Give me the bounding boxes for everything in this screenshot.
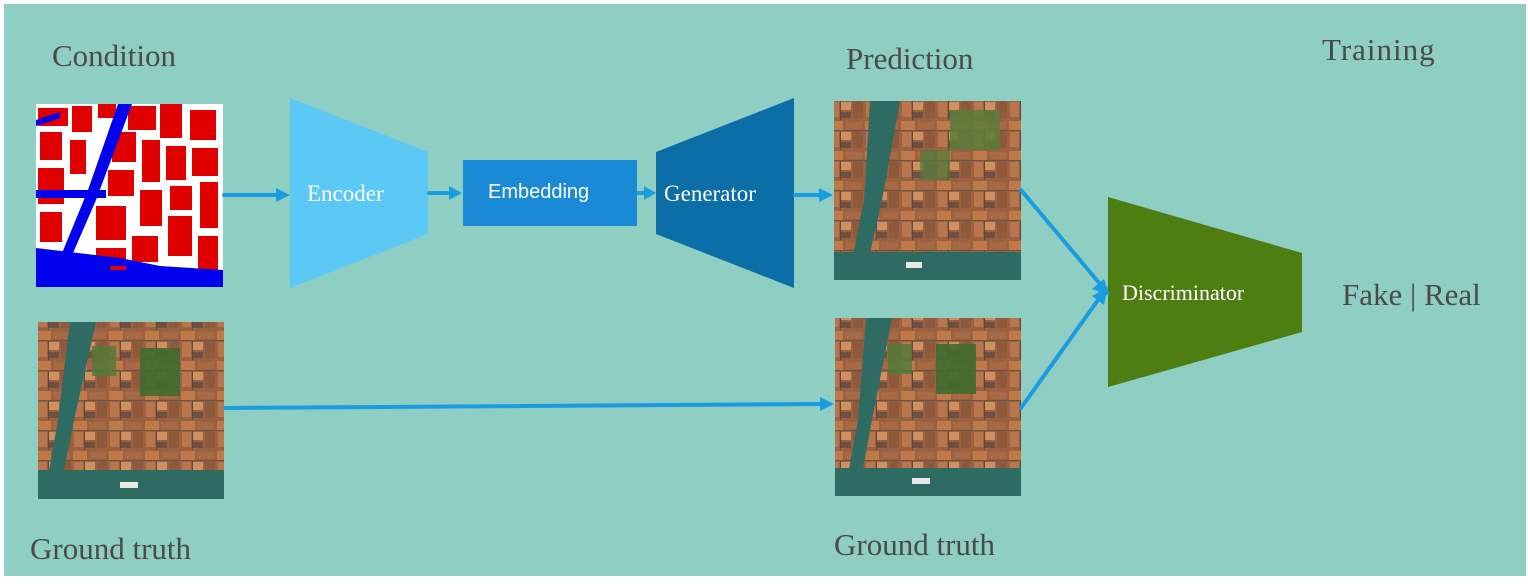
discriminator-label: Discriminator (1122, 280, 1245, 305)
ground-truth-label-left: Ground truth (30, 531, 192, 566)
prediction-label: Prediction (846, 41, 974, 76)
training-label: Training (1322, 32, 1436, 67)
generator-label: Generator (664, 181, 756, 206)
arrow-embedding-to-generator (636, 186, 656, 200)
prediction-image (834, 101, 1021, 280)
condition-map-image (36, 104, 223, 287)
encoder-label: Encoder (307, 181, 384, 206)
ground-truth-image-right (835, 318, 1021, 496)
embedding-label: Embedding (488, 181, 590, 203)
ground-truth-label-right: Ground truth (834, 527, 996, 562)
arrow-ground-truth-to-discriminator (1019, 287, 1108, 410)
arrow-condition-to-encoder (222, 188, 290, 202)
discriminator-block (1108, 197, 1302, 387)
embedding-block (463, 160, 637, 226)
generator-block (656, 98, 794, 288)
ground-truth-image-left (38, 322, 224, 499)
encoder-block (290, 98, 428, 288)
arrow-encoder-to-embedding (427, 186, 462, 200)
arrow-generator-to-prediction (793, 188, 833, 202)
fake-real-label: Fake | Real (1342, 277, 1481, 312)
arrow-ground-truth-to-ground-truth (223, 397, 834, 411)
condition-label: Condition (52, 38, 177, 73)
